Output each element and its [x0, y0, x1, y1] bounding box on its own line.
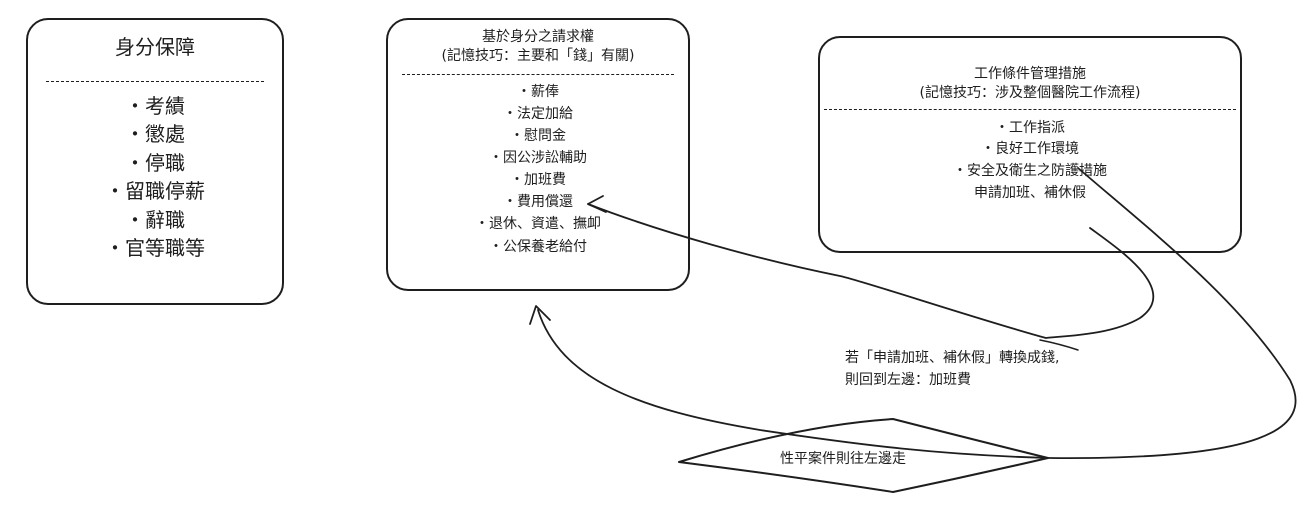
- conditions-box-divider: [824, 108, 1236, 110]
- identity-box-divider: [46, 81, 264, 82]
- identity-box-list: ・考績 ・懲處 ・停職 ・留職停薪 ・辭職 ・官等職等: [28, 92, 282, 262]
- list-item: ・公保養老給付: [489, 238, 587, 255]
- identity-box-title: 身分保障: [115, 35, 195, 59]
- list-item: ・安全及衛生之防護措施: [953, 163, 1107, 180]
- list-item-overtime-pay: ・加班費: [510, 172, 566, 189]
- list-item: ・退休、資遣、撫卹: [475, 216, 601, 233]
- claims-box-list: ・薪俸 ・法定加給 ・慰問金 ・因公涉訟輔助 ・加班費 ・費用償還 ・退休、資遣…: [388, 81, 688, 258]
- list-item-good-environment: ・良好工作環境: [981, 141, 1079, 158]
- list-item: ・因公涉訟輔助: [489, 150, 587, 167]
- conditions-box-title: 工作條件管理措施 (記憶技巧：涉及整個醫院工作流程): [820, 65, 1240, 103]
- list-item: ・薪俸: [517, 83, 559, 100]
- claims-box-subtitle: (記憶技巧：主要和「錢」有關): [441, 47, 635, 64]
- list-item: ・法定加給: [503, 105, 573, 122]
- list-item: ・考績: [125, 94, 185, 118]
- claims-box-title: 基於身分之請求權 (記憶技巧：主要和「錢」有關): [388, 28, 688, 66]
- conversion-note: 若「申請加班、補休假」轉換成錢, 則回到左邊：加班費: [845, 348, 1059, 391]
- list-item: ・留職停薪: [105, 179, 205, 204]
- list-item: ・費用償還: [503, 194, 573, 211]
- list-item: ・工作指派: [995, 119, 1065, 136]
- conditions-box-list: ・工作指派 ・良好工作環境 ・安全及衛生之防護措施 申請加班、補休假: [820, 118, 1240, 205]
- conversion-note-line2: 則回到左邊：加班費: [845, 371, 971, 388]
- list-item: ・辭職: [125, 207, 185, 232]
- claims-box-heading: 基於身分之請求權: [482, 29, 594, 45]
- work-conditions-box: 工作條件管理措施 (記憶技巧：涉及整個醫院工作流程) ・工作指派 ・良好工作環境…: [818, 36, 1242, 253]
- claims-box-divider: [402, 73, 674, 75]
- list-item: ・官等職等: [105, 235, 205, 260]
- diamond-label: 性平案件則往左邊走: [780, 451, 906, 467]
- identity-protection-box: 身分保障 ・考績 ・懲處 ・停職 ・留職停薪 ・辭職 ・官等職等: [26, 18, 284, 305]
- conditions-box-subtitle: (記憶技巧：涉及整個醫院工作流程): [919, 84, 1141, 101]
- list-item: ・停職: [125, 150, 185, 175]
- list-item: ・慰問金: [510, 128, 566, 144]
- conversion-note-line1: 若「申請加班、補休假」轉換成錢,: [845, 350, 1060, 366]
- gender-case-arrowhead: [529, 305, 551, 325]
- list-item-overtime-request: 申請加班、補休假: [974, 184, 1086, 201]
- conditions-box-heading: 工作條件管理措施: [974, 66, 1086, 82]
- identity-claims-box: 基於身分之請求權 (記憶技巧：主要和「錢」有關) ・薪俸 ・法定加給 ・慰問金 …: [386, 18, 690, 291]
- list-item: ・懲處: [125, 122, 185, 147]
